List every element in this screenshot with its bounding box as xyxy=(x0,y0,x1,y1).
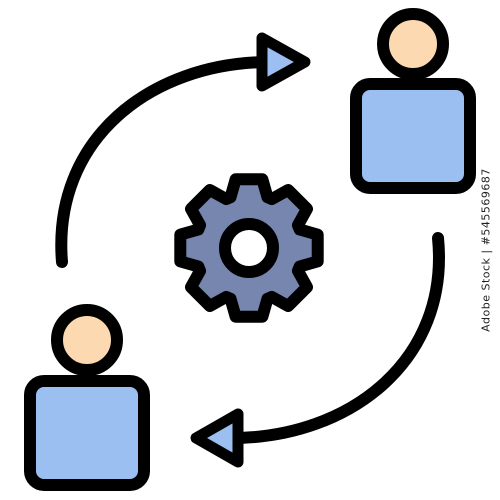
user-icon xyxy=(350,8,476,194)
arrow-right-icon xyxy=(55,32,311,268)
user-icon xyxy=(24,304,150,491)
arrow-left-icon xyxy=(190,232,445,468)
stock-watermark-id: Adobe Stock | #545569687 xyxy=(479,168,493,332)
gear-icon xyxy=(174,173,324,323)
